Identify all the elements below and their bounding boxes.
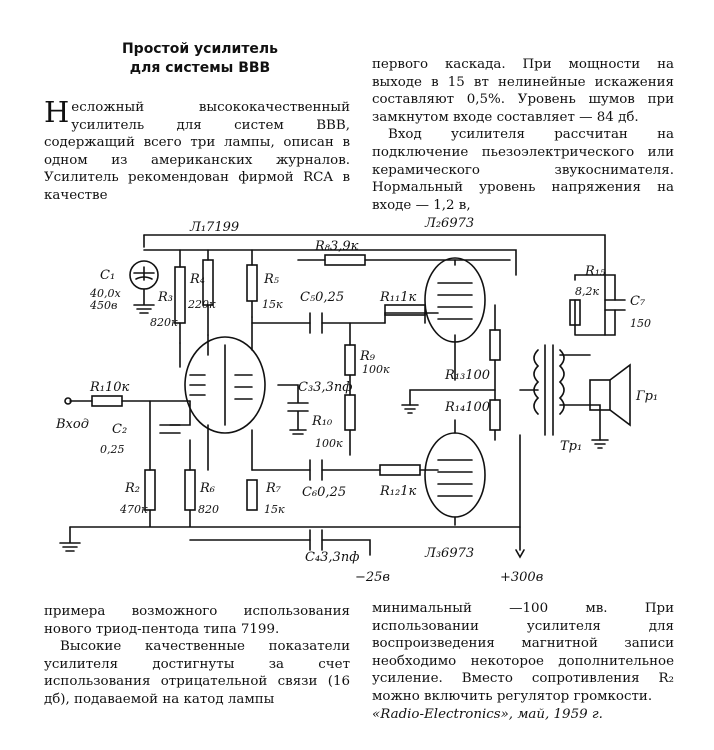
text-column-4: минимальный —100 мв. При использовании у… [372, 600, 674, 723]
amplifier-schematic: Л₁7199 Л₂6973 Л₃6973 C₁ 40,0х 450в R₃ 82… [55, 216, 658, 585]
paragraph: Высокие качественные показатели усилител… [44, 639, 350, 707]
c5-label: C₅0,25 [300, 290, 344, 305]
r4-value: 220к [187, 298, 216, 311]
r6-value: 820 [198, 503, 219, 516]
c6-label: C₆0,25 [302, 485, 346, 500]
paragraph: есложный высококачественный усилитель дл… [44, 100, 350, 203]
r2-label: R₂ [124, 481, 140, 496]
r7-value: 15к [264, 503, 285, 516]
paragraph: минимальный —100 мв. При использовании у… [372, 601, 674, 704]
r10-value: 100к [315, 437, 343, 450]
transformer-label: Tp₁ [560, 439, 582, 454]
input-label: Вход [55, 417, 89, 432]
c1-value-2: 450в [89, 299, 117, 312]
r9-value: 100к [362, 363, 390, 376]
r1-label: R₁10к [89, 380, 130, 395]
c1-value-1: 40,0х [89, 287, 121, 300]
tube-l2-label: Л₂6973 [424, 216, 474, 231]
r11-label: R₁₁1к [379, 290, 416, 305]
paragraph: первого каскада. При мощности на выходе … [372, 57, 674, 125]
title-line-2: для системы ВВВ [129, 60, 271, 76]
title-line-1: Простой усилитель [121, 41, 279, 57]
r3-value: 820к [150, 316, 178, 329]
r3-label: R₃ [157, 290, 173, 305]
paragraph: Вход усилителя рассчитан на подключение … [372, 127, 674, 213]
r12-label: R₁₂1к [379, 484, 416, 499]
r15-label: R₁₅ [584, 264, 606, 279]
c4-label: C₄3,3пф [305, 550, 359, 565]
c3-label: C₃3,3пф [298, 380, 352, 395]
c2-value: 0,25 [100, 443, 125, 456]
r5-label: R₅ [263, 272, 280, 287]
r14-label: R₁₄100 [444, 400, 490, 415]
positive-supply-label: +300в [500, 570, 543, 585]
text-column-3: примера возможного использования нового … [44, 603, 350, 709]
r6-label: R₆ [199, 481, 215, 496]
article-title: Простой усилитель для системы ВВВ [80, 40, 320, 78]
c7-value: 150 [630, 317, 651, 330]
r9-label: R₉ [359, 349, 376, 364]
negative-supply-label: −25в [355, 570, 390, 585]
r7-label: R₇ [265, 481, 282, 496]
r13-label: R₁₃100 [444, 368, 490, 383]
r2-value: 470к [119, 503, 148, 516]
tube-l1-label: Л₁7199 [189, 220, 239, 235]
speaker-label: Гр₁ [635, 389, 658, 404]
r15-value: 8,2к [575, 285, 599, 298]
c2-label: C₂ [112, 422, 127, 437]
c7-label: C₇ [630, 294, 646, 309]
r8-label: R₈3,9к [314, 239, 359, 254]
r4-label: R₄ [189, 272, 205, 287]
c1-label: C₁ [100, 268, 115, 283]
drop-cap: Н [44, 95, 70, 129]
r10-label: R₁₀ [311, 414, 333, 429]
tube-l3-label: Л₃6973 [424, 546, 474, 561]
text-column-2: первого каскада. При мощности на выходе … [372, 56, 674, 214]
paragraph: примера возможного использования нового … [44, 604, 350, 637]
r5-value: 15к [262, 298, 283, 311]
source-citation: «Radio-Electronics», май, 1959 г. [372, 706, 603, 722]
